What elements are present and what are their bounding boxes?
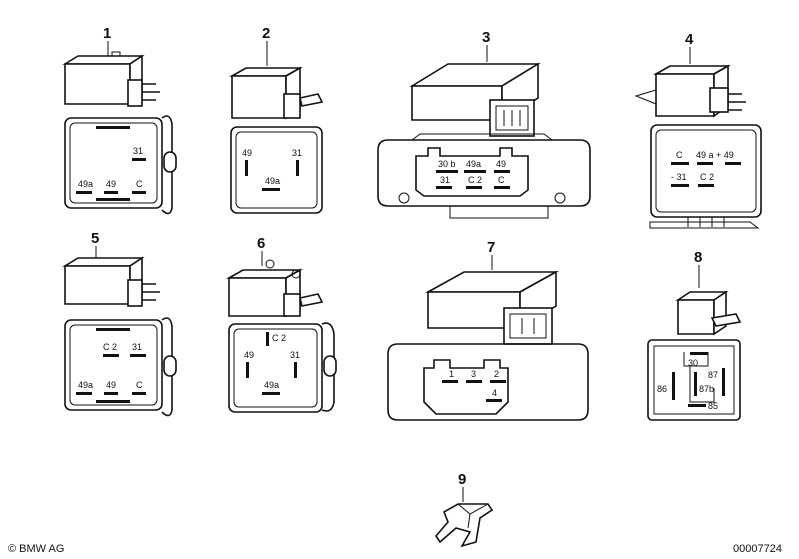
part-8-pin-87b: 87b	[699, 384, 714, 394]
part-9-callout: 9	[458, 471, 466, 488]
part-4[interactable]: 4 C 49 a + 49 - 31 C 2	[634, 31, 762, 229]
part-7[interactable]: 7 1 3 2 4	[387, 239, 589, 421]
part-4-pin-c2: C 2	[700, 172, 714, 182]
part-1-pin-49a: 49a	[78, 179, 93, 189]
part-2-pin-49a: 49a	[265, 176, 280, 186]
part-8[interactable]: 8 30 87 86 87b 85	[647, 249, 742, 421]
part-3-pin-49a: 49a	[466, 159, 481, 169]
part-5-pin-c: C	[136, 380, 143, 390]
part-7-pin-2: 2	[494, 369, 499, 379]
part-3[interactable]: 3 30 b 49a 49 31 C 2 C	[377, 29, 591, 219]
part-5-pin-49a: 49a	[78, 380, 93, 390]
part-1-pin-31: 31	[133, 146, 143, 156]
part-1-pin-c: C	[136, 179, 143, 189]
part-5-pin-c2: C 2	[103, 342, 117, 352]
part-7-pin-3: 3	[471, 369, 476, 379]
part-4-pin-c: C	[676, 150, 683, 160]
part-1-pin-49: 49	[106, 179, 116, 189]
document-number: 00007724	[733, 543, 782, 555]
part-7-callout: 7	[487, 239, 495, 256]
part-3-callout: 3	[482, 29, 490, 46]
part-5-callout: 5	[91, 230, 99, 247]
part-2-callout: 2	[262, 25, 270, 42]
part-4-pin-31: - 31	[671, 172, 687, 182]
part-5-pin-49: 49	[106, 380, 116, 390]
part-7-pin-4: 4	[492, 388, 497, 398]
part-2-pin-49: 49	[242, 148, 252, 158]
part-5-pin-31: 31	[132, 342, 142, 352]
part-2[interactable]: 2 49 31 49a	[228, 25, 324, 214]
part-6[interactable]: 6 C 2 49 31 49a	[225, 235, 337, 413]
part-4-pin-49a-49: 49 a + 49	[696, 150, 734, 160]
part-6-callout: 6	[257, 235, 265, 252]
part-6-pin-31: 31	[290, 350, 300, 360]
part-6-pin-49: 49	[244, 350, 254, 360]
part-8-callout: 8	[694, 249, 702, 266]
part-3-pin-49: 49	[496, 159, 506, 169]
part-4-callout: 4	[685, 31, 694, 48]
part-3-pin-30b: 30 b	[438, 159, 456, 169]
part-1-callout: 1	[103, 25, 111, 42]
part-8-pin-85: 85	[708, 401, 718, 411]
part-5[interactable]: 5 C 2 31 49a 49 C	[62, 230, 177, 417]
part-6-pin-49a: 49a	[264, 380, 279, 390]
part-7-pin-1: 1	[449, 369, 454, 379]
part-8-pin-87: 87	[708, 370, 718, 380]
part-3-pin-31: 31	[440, 175, 450, 185]
part-9[interactable]: 9	[434, 471, 494, 548]
part-8-pin-86: 86	[657, 384, 667, 394]
part-1[interactable]: 1 31 49a 49 C	[62, 25, 177, 215]
part-2-pin-31: 31	[292, 148, 302, 158]
part-8-pin-30: 30	[688, 358, 698, 368]
brand-mark: © BMW AG	[8, 543, 64, 555]
part-3-pin-c2: C 2	[468, 175, 482, 185]
part-3-pin-c: C	[498, 175, 505, 185]
part-6-pin-c2: C 2	[272, 333, 286, 343]
